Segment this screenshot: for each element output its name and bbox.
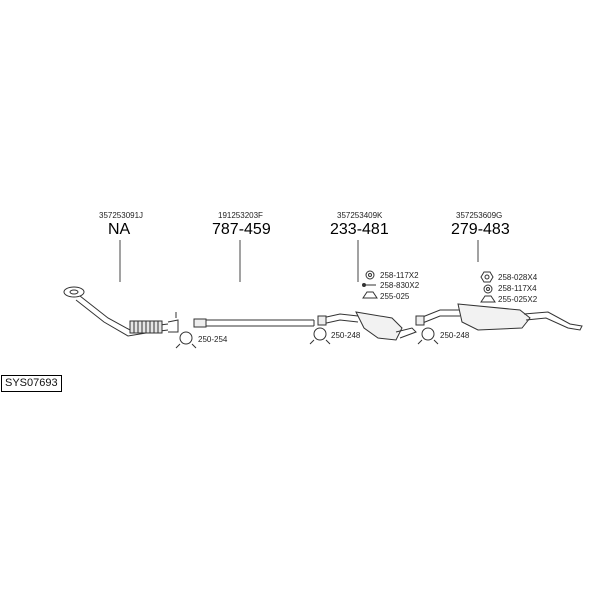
system-code-label: SYS07693 bbox=[1, 375, 62, 392]
part-number-2: 787-459 bbox=[212, 221, 271, 238]
oem-number-4: 357253609G bbox=[456, 211, 503, 220]
accessory-a-label-2: 258-830X2 bbox=[380, 281, 420, 290]
oem-number-3: 357253409K bbox=[337, 211, 383, 220]
oem-number-2: 191253203F bbox=[218, 211, 263, 220]
clamp-icon bbox=[309, 327, 331, 345]
nut-icon bbox=[480, 271, 494, 283]
accessory-a-label-1: 258-117X2 bbox=[380, 271, 419, 280]
part-number-1: NA bbox=[108, 221, 131, 238]
oem-number-1: 357253091J bbox=[99, 211, 144, 220]
part-number-3: 233-481 bbox=[330, 221, 389, 238]
rubber-mount-icon bbox=[480, 295, 496, 303]
front-pipe bbox=[63, 286, 179, 337]
accessory-b-label-1: 258-028X4 bbox=[498, 273, 538, 282]
accessory-b-label-3: 255-025X2 bbox=[498, 295, 538, 304]
rear-silencer bbox=[415, 303, 583, 331]
clamp-icon bbox=[417, 327, 439, 345]
centre-silencer bbox=[317, 311, 417, 341]
clamp-label-2: 250-248 bbox=[331, 331, 361, 340]
clamp-icon bbox=[175, 331, 197, 349]
bolt-icon bbox=[362, 283, 376, 287]
gasket-ring-icon bbox=[365, 270, 375, 280]
flex-bellows bbox=[129, 320, 163, 334]
intermediate-pipe bbox=[193, 318, 315, 328]
accessory-b-label-2: 258-117X4 bbox=[498, 284, 537, 293]
part-number-4: 279-483 bbox=[451, 221, 510, 238]
gasket-ring-icon bbox=[483, 284, 493, 294]
clamp-label-3: 250-248 bbox=[440, 331, 470, 340]
rubber-mount-icon bbox=[362, 291, 378, 299]
clamp-label-1: 250-254 bbox=[198, 335, 228, 344]
accessory-a-label-3: 255-025 bbox=[380, 292, 410, 301]
